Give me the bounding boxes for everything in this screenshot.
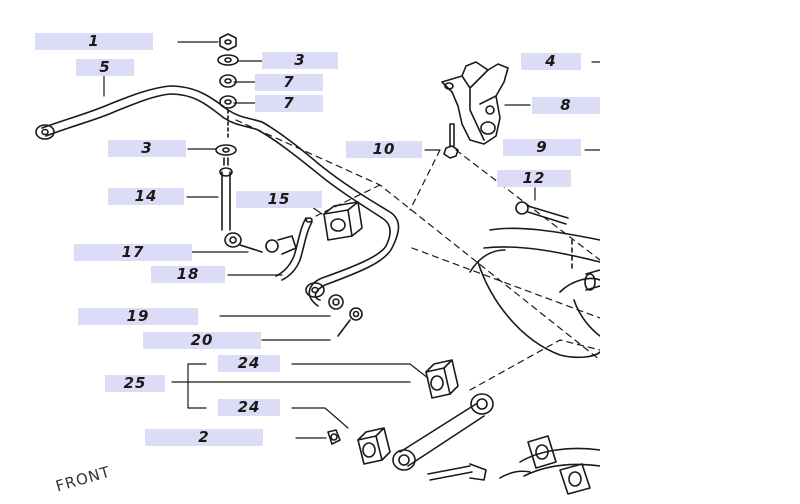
callout-25: 25 — [105, 375, 165, 392]
callout-24: 24 — [218, 355, 280, 372]
clamp-and-bushing — [265, 217, 313, 281]
callout-17: 17 — [74, 244, 192, 261]
callout-24: 24 — [218, 399, 280, 416]
callout-7: 7 — [255, 74, 323, 91]
stabilizer-link — [219, 157, 263, 253]
knuckle-assembly — [469, 227, 601, 359]
callout-5: 5 — [76, 59, 134, 76]
mounting-bracket — [441, 61, 509, 145]
callout-12: 12 — [497, 170, 571, 187]
callout-4: 4 — [521, 53, 581, 70]
callout-19: 19 — [78, 308, 198, 325]
washers-19-20 — [328, 294, 363, 337]
stabilizer-bar — [35, 85, 400, 307]
callout-8: 8 — [532, 97, 600, 114]
callout-18: 18 — [151, 266, 225, 283]
callout-20: 20 — [143, 332, 261, 349]
bolt-12 — [515, 201, 569, 225]
callout-10: 10 — [346, 141, 422, 158]
callout-9: 9 — [503, 139, 581, 156]
callout-3: 3 — [108, 140, 186, 157]
leader-lines — [103, 41, 601, 439]
bolt-10 — [443, 123, 459, 159]
callout-7: 7 — [255, 95, 323, 112]
callout-2: 2 — [145, 429, 263, 446]
lateral-link-assembly — [327, 359, 601, 495]
blank-panel — [600, 0, 800, 500]
callout-3: 3 — [262, 52, 338, 69]
callout-14: 14 — [108, 188, 184, 205]
stabilizer-link-hardware — [215, 33, 239, 156]
dashed-guides — [235, 119, 601, 391]
bushing-15 — [323, 201, 363, 241]
callout-15: 15 — [236, 191, 322, 208]
callout-1: 1 — [35, 33, 153, 50]
